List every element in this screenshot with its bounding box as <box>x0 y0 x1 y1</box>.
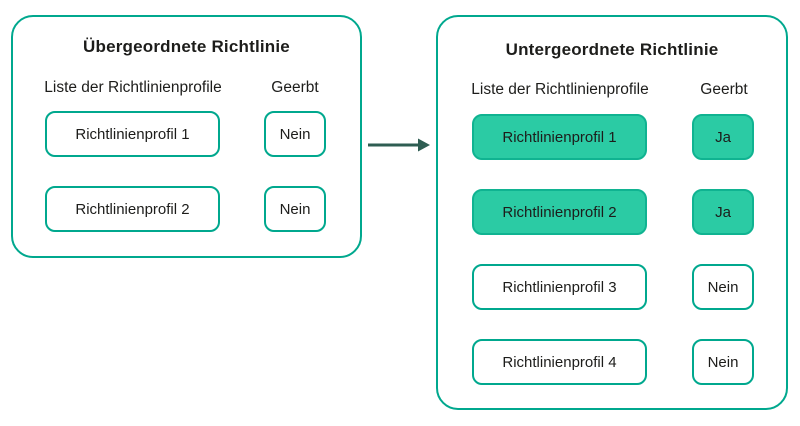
parent-column-header-inherited: Geerbt <box>271 79 319 96</box>
child-column-header-inherited: Geerbt <box>700 81 748 98</box>
child-profile-1-inherited-badge: Ja <box>692 114 754 160</box>
child-policy-panel: Untergeordnete Richtlinie Liste der Rich… <box>436 15 788 410</box>
parent-column-header-profiles: Liste der Richtlinienprofile <box>44 79 222 96</box>
child-profile-4-inherited-badge: Nein <box>692 339 754 385</box>
parent-policy-title: Übergeordnete Richtlinie <box>83 37 290 56</box>
parent-profile-2-inherited-badge: Nein <box>264 186 326 232</box>
arrow-right-icon <box>368 138 430 152</box>
child-profile-3-inherited-badge: Nein <box>692 264 754 310</box>
child-profile-1-box: Richtlinienprofil 1 <box>472 114 647 160</box>
parent-policy-panel: Übergeordnete Richtlinie Liste der Richt… <box>11 15 362 258</box>
child-policy-title: Untergeordnete Richtlinie <box>505 40 719 59</box>
child-profile-3-box: Richtlinienprofil 3 <box>472 264 647 310</box>
child-profile-2-box: Richtlinienprofil 2 <box>472 189 647 235</box>
parent-profile-1-inherited-badge: Nein <box>264 111 326 157</box>
child-column-header-profiles: Liste der Richtlinienprofile <box>471 81 649 98</box>
parent-profile-2-box: Richtlinienprofil 2 <box>45 186 220 232</box>
child-profile-4-box: Richtlinienprofil 4 <box>472 339 647 385</box>
child-profile-2-inherited-badge: Ja <box>692 189 754 235</box>
parent-profile-1-box: Richtlinienprofil 1 <box>45 111 220 157</box>
